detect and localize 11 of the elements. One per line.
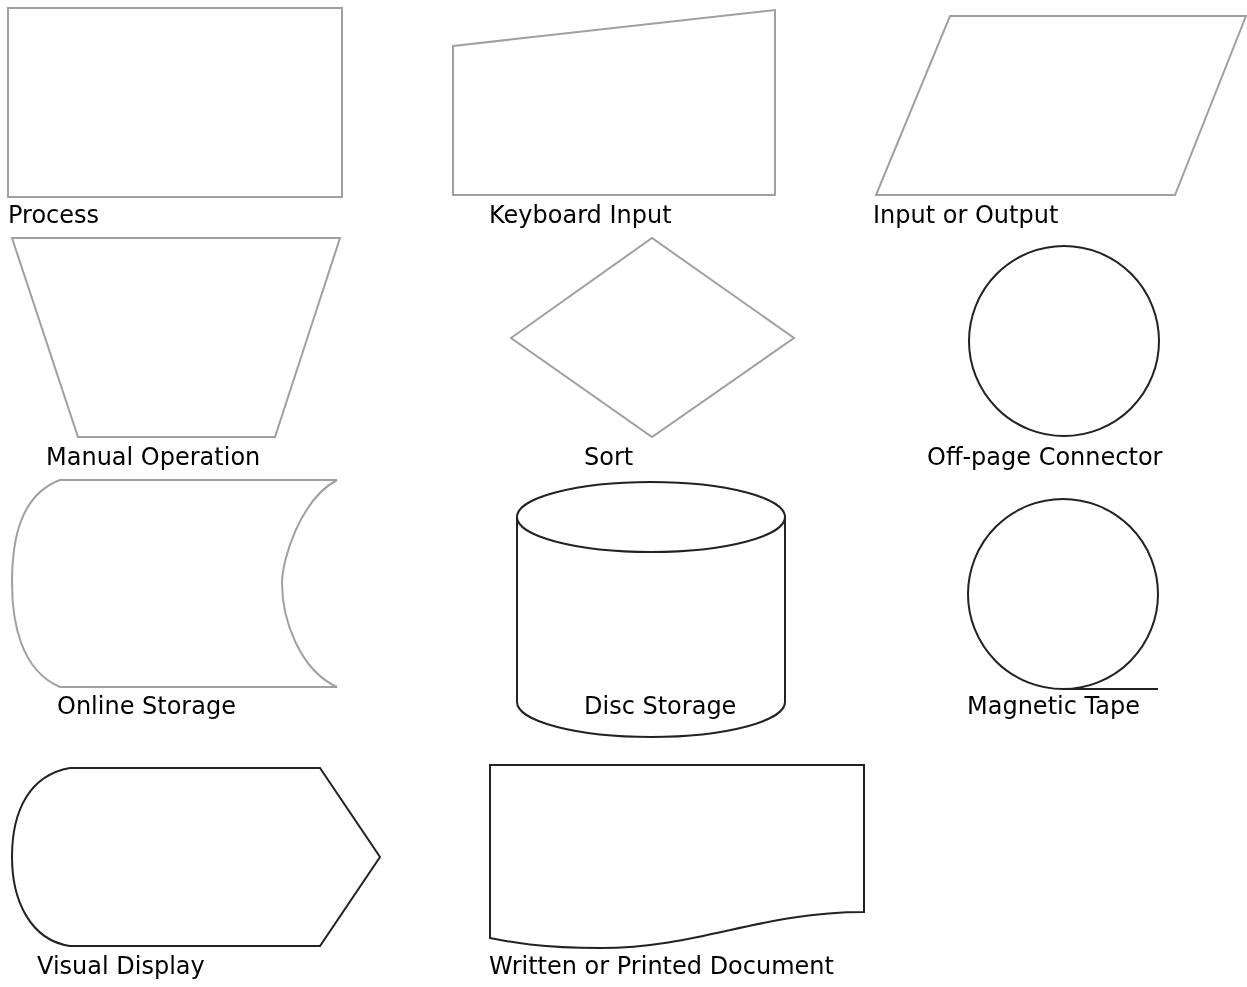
symbol-caption: Written or Printed Document bbox=[489, 951, 834, 981]
symbol-caption: Disc Storage bbox=[584, 691, 737, 721]
symbol-caption: Online Storage bbox=[57, 691, 236, 721]
symbol-caption: Manual Operation bbox=[46, 442, 261, 472]
symbol-caption: Keyboard Input bbox=[489, 200, 672, 230]
symbol-caption: Process bbox=[8, 200, 100, 230]
symbol-caption: Sort bbox=[584, 442, 634, 472]
symbol-caption: Visual Display bbox=[37, 951, 205, 981]
symbol-caption: Input or Output bbox=[873, 200, 1059, 230]
symbol-caption: Magnetic Tape bbox=[967, 691, 1140, 721]
symbol-caption: Off-page Connector bbox=[927, 442, 1163, 472]
